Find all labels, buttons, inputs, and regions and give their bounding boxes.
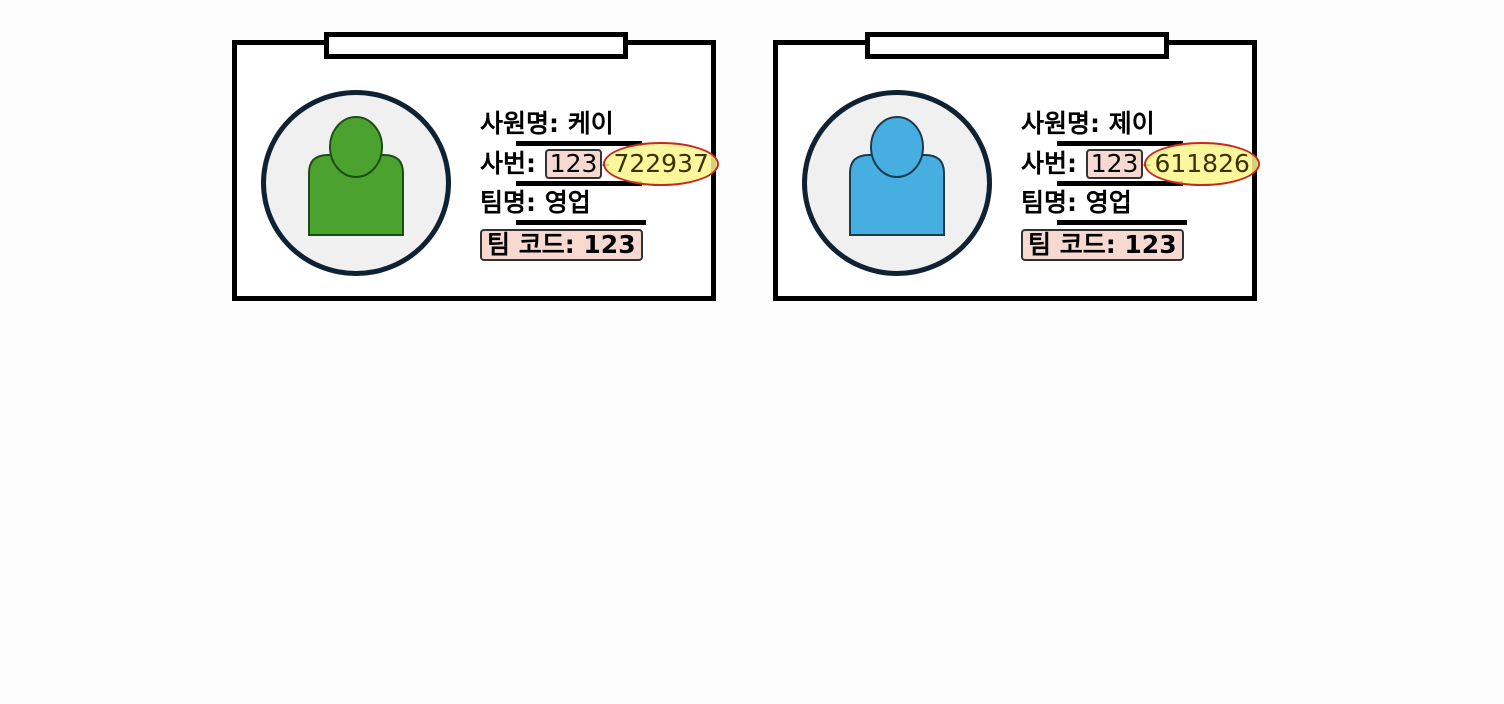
underline (1057, 220, 1187, 225)
underline (516, 181, 642, 186)
id-label: 사번: (480, 149, 536, 178)
id-card-jay: 사원명: 제이 사번: 123-611826 팀명: 영업 팀 코드: 123 (773, 32, 1261, 301)
team-code-box: 팀 코드: 123 (480, 229, 643, 261)
name-value: 케이 (567, 109, 614, 138)
id-card-kay: 사원명: 케이 사번: 123-722937 팀명: 영업 팀 코드: 123 (232, 32, 720, 301)
team-value: 영업 (544, 188, 591, 217)
team-name-row: 팀명: 영업 (480, 187, 591, 219)
team-code-row: 팀 코드: 123 (1021, 229, 1184, 261)
person-head (329, 116, 383, 178)
employee-id-row: 사번: 123-722937 (480, 142, 720, 186)
name-label: 사원명: (480, 109, 559, 138)
person-icon (308, 116, 404, 236)
id-suffix-highlight: 722937 (603, 142, 720, 186)
badge-clip (324, 32, 628, 59)
employee-name-row: 사원명: 제이 (1021, 108, 1155, 140)
employee-name-row: 사원명: 케이 (480, 108, 614, 140)
avatar (802, 90, 992, 276)
badge-clip (865, 32, 1169, 59)
name-value: 제이 (1108, 109, 1155, 138)
id-label: 사번: (1021, 149, 1077, 178)
person-icon (849, 116, 945, 236)
id-suffix-highlight: 611826 (1144, 142, 1261, 186)
underline (1057, 181, 1183, 186)
person-body (849, 154, 945, 236)
underline (1057, 141, 1183, 146)
underline (516, 220, 646, 225)
name-label: 사원명: (1021, 109, 1100, 138)
team-code-row: 팀 코드: 123 (480, 229, 643, 261)
employee-info: 사원명: 케이 사번: 123-722937 팀명: 영업 팀 코드: 123 (480, 105, 720, 275)
team-code-box: 팀 코드: 123 (1021, 229, 1184, 261)
id-prefix-box: 123 (544, 149, 603, 179)
person-body (308, 154, 404, 236)
underline (516, 141, 642, 146)
team-label: 팀명: (1021, 188, 1077, 217)
id-prefix-box: 123 (1085, 149, 1144, 179)
employee-id-row: 사번: 123-611826 (1021, 142, 1261, 186)
avatar (261, 90, 451, 276)
person-head (870, 116, 924, 178)
team-label: 팀명: (480, 188, 536, 217)
employee-info: 사원명: 제이 사번: 123-611826 팀명: 영업 팀 코드: 123 (1021, 105, 1261, 275)
team-value: 영업 (1085, 188, 1132, 217)
team-name-row: 팀명: 영업 (1021, 187, 1132, 219)
